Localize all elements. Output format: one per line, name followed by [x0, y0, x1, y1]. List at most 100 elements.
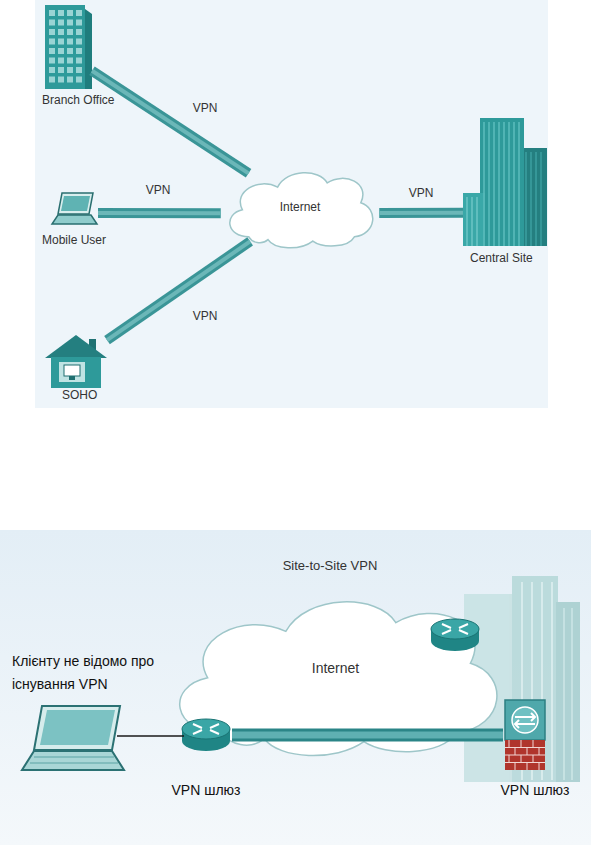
- connector-line: [232, 732, 503, 739]
- brick-mortar: [521, 755, 522, 763]
- tower-body: [520, 148, 547, 246]
- connector-line: [92, 71, 249, 174]
- building-window: [67, 48, 73, 54]
- building-window: [67, 67, 73, 73]
- vpn-connection: [92, 71, 249, 174]
- tower-stripe: [466, 197, 468, 246]
- connector-label: VPN: [175, 101, 235, 115]
- cloud-shape: [230, 173, 373, 248]
- building-window: [67, 77, 73, 83]
- router-arrows: [193, 724, 219, 734]
- vpn-connection: [232, 735, 503, 736]
- building-window: [76, 39, 82, 45]
- connector-label: VPN: [391, 186, 451, 200]
- building-window: [58, 39, 64, 45]
- tower-stripe: [503, 122, 505, 246]
- building-tower: [556, 602, 580, 782]
- firewall-symbol: [503, 698, 547, 772]
- building-stripe: [571, 608, 573, 780]
- brick-mortar: [533, 755, 534, 763]
- router-arrows: [442, 624, 468, 634]
- house-symbol: [45, 335, 107, 388]
- connector-label: VPN: [175, 309, 235, 323]
- building-window: [58, 77, 64, 83]
- router-symbol: [180, 712, 232, 758]
- building-window: [67, 10, 73, 16]
- building-stripe: [551, 582, 553, 780]
- tower-stripe: [483, 122, 485, 246]
- tower-stripe: [488, 122, 490, 246]
- tower-stripe: [518, 122, 520, 246]
- connector-line: [98, 211, 221, 215]
- connector-line: [107, 241, 250, 340]
- tower-stripe: [530, 152, 532, 246]
- building-window: [76, 29, 82, 35]
- building-window: [58, 67, 64, 73]
- connector-line: [379, 211, 463, 215]
- tower-stripe: [535, 152, 537, 246]
- laptop-symbol: [52, 192, 98, 226]
- house-roof: [45, 335, 107, 358]
- brick-mortar: [539, 763, 540, 771]
- router-top: [431, 619, 479, 639]
- building-window: [67, 39, 73, 45]
- laptop-symbol: [22, 706, 124, 770]
- tower-body: [480, 118, 524, 246]
- tower-body: [463, 193, 485, 246]
- brick-mortar: [515, 763, 516, 771]
- building-side: [85, 9, 92, 89]
- building-node: Branch Office: [45, 5, 92, 89]
- tower-stripe: [471, 197, 473, 246]
- building-stripe: [563, 608, 565, 780]
- towers-node: Central Site: [463, 118, 547, 246]
- laptop-keys: [30, 757, 118, 763]
- node-label: Internet: [280, 200, 321, 214]
- laptop-display: [40, 710, 115, 745]
- connector-line: [92, 71, 249, 174]
- tower-stripe: [493, 122, 495, 246]
- vpn-device-arrows: [515, 713, 535, 728]
- vpn-device-dial: [512, 707, 538, 733]
- building-window: [76, 58, 82, 64]
- building-window: [49, 20, 55, 26]
- connector-line: [98, 208, 221, 218]
- building-window: [58, 20, 64, 26]
- tower-stripe: [508, 122, 510, 246]
- building-window: [49, 67, 55, 73]
- brick-mortar: [521, 740, 522, 748]
- node-label: SOHO: [62, 388, 97, 402]
- tower-stripe: [540, 152, 542, 246]
- laptop-base: [52, 215, 97, 224]
- building-window: [67, 20, 73, 26]
- building-window: [76, 10, 82, 16]
- vpn-connection: [379, 212, 463, 213]
- building-window: [49, 48, 55, 54]
- panel-background: [35, 0, 548, 408]
- computer-monitor: [64, 365, 80, 376]
- laptop-node: Mobile User: [52, 192, 98, 226]
- building-window: [49, 77, 55, 83]
- laptop-screen: [34, 706, 120, 750]
- building-window: [76, 67, 82, 73]
- brick-mortar: [509, 755, 510, 763]
- brick-mortar: [533, 740, 534, 748]
- building-window: [58, 29, 64, 35]
- node-label: Mobile User: [42, 233, 106, 247]
- brick-mortar: [539, 748, 540, 756]
- router-symbol: [431, 619, 479, 651]
- vpn-connection: [98, 213, 221, 214]
- firewall-wall: [505, 740, 545, 770]
- computer-stand: [69, 376, 75, 380]
- connector-label: VPN: [128, 183, 188, 197]
- laptop-screen: [58, 193, 93, 214]
- brick-mortar: [509, 740, 510, 748]
- building-window: [76, 48, 82, 54]
- house-node: SOHO: [45, 335, 107, 388]
- tower-stripe: [498, 122, 500, 246]
- building-window: [76, 20, 82, 26]
- laptop-base: [22, 751, 124, 770]
- towers-symbol: [463, 118, 547, 246]
